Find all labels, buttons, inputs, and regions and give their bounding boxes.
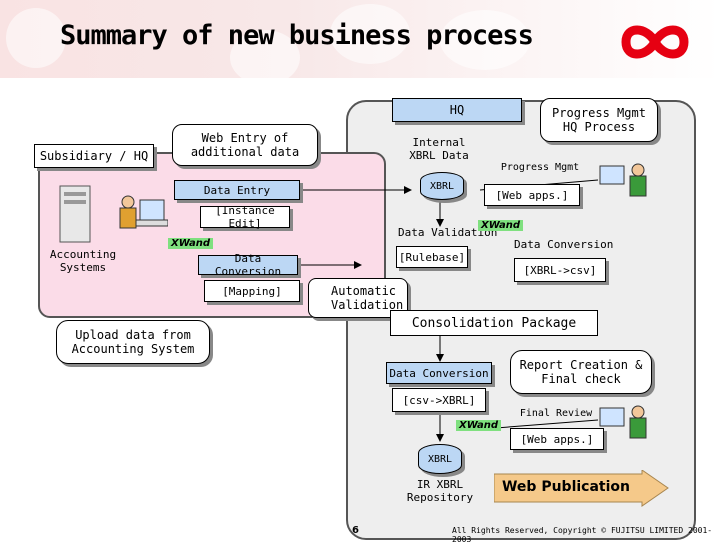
hq-label: HQ	[392, 98, 522, 122]
internal-xbrl-label: Internal XBRL Data	[404, 136, 474, 162]
label-line: Internal	[412, 136, 466, 149]
subsidiary-workstation-icon	[59, 185, 168, 243]
data-conversion-left-box: Data Conversion	[198, 252, 298, 278]
mapping-box: [Mapping]	[204, 280, 300, 302]
progress-mgmt-label: Progress Mgmt	[500, 162, 580, 173]
callout-line: additional data	[190, 145, 300, 159]
copyright-text: All Rights Reserved, Copyright © FUJITSU…	[452, 526, 713, 544]
progress-mgmt-hq-callout: Progress Mgmt HQ Process	[540, 98, 658, 142]
callout-line: Automatic	[331, 284, 397, 298]
web-publication-arrow	[494, 470, 669, 507]
callout-line: Final check	[541, 372, 621, 386]
callout-line: Upload data from	[75, 328, 191, 342]
header-decoration	[6, 8, 66, 68]
xwand-badge: XWand	[168, 238, 214, 249]
upload-data-callout: Upload data from Accounting System	[56, 320, 210, 364]
data-validation-label: Data Validation	[398, 226, 498, 239]
xwand-badge: XWand	[456, 420, 502, 431]
csv-xbrl-box: [csv->XBRL]	[392, 388, 486, 412]
page-number: 6	[352, 525, 359, 536]
consolidation-package-box: Consolidation Package	[390, 310, 598, 336]
xbrl-database-icon: XBRL	[420, 172, 464, 200]
header-banner	[0, 0, 720, 85]
data-entry-box: Data Entry	[174, 180, 300, 200]
page-title: Summary of new business process	[60, 20, 534, 51]
label-line: Systems	[59, 261, 107, 274]
xbrl-database-icon: XBRL	[418, 444, 462, 474]
callout-line: Progress Mgmt	[552, 106, 646, 120]
web-apps-top: [Web apps.]	[484, 184, 580, 206]
label-line: XBRL Data	[409, 149, 469, 162]
web-apps-bottom: [Web apps.]	[510, 428, 604, 450]
accounting-systems-label: Accounting Systems	[48, 248, 118, 274]
subsidiary-hq-label: Subsidiary / HQ	[34, 144, 154, 168]
fujitsu-logo-icon	[621, 25, 689, 59]
data-conversion-right-label: Data Conversion	[514, 238, 614, 251]
label-line: Accounting	[49, 248, 117, 261]
repository-label: IR XBRL Repository	[396, 478, 484, 504]
label-line: Repository	[406, 491, 474, 504]
web-entry-callout: Web Entry of additional data	[172, 124, 318, 166]
header-decoration	[230, 30, 300, 85]
label-line: IR XBRL	[416, 478, 464, 491]
data-conversion-mid-box: Data Conversion	[386, 362, 492, 384]
web-publication-label: Web Publication	[501, 479, 630, 495]
header-decoration	[330, 4, 410, 64]
hq-workstation-icon	[599, 163, 647, 197]
callout-line: Web Entry of	[201, 131, 289, 145]
callout-line: Validation	[331, 298, 404, 312]
instance-edit-box: [Instance Edit]	[200, 204, 290, 230]
callout-line: Report Creation &	[519, 358, 643, 372]
final-review-workstation-icon	[599, 405, 647, 439]
xbrl-csv-box: [XBRL->csv]	[514, 258, 606, 282]
rulebase-box: [Rulebase]	[396, 246, 468, 268]
header-decoration	[440, 10, 530, 70]
callout-line: HQ Process	[562, 120, 636, 134]
callout-line: Accounting System	[71, 342, 195, 356]
xwand-badge: XWand	[478, 220, 524, 231]
final-review-label: Final Review	[519, 408, 593, 419]
report-creation-callout: Report Creation & Final check	[510, 350, 652, 394]
automatic-validation-callout: Automatic Validation	[308, 278, 408, 318]
